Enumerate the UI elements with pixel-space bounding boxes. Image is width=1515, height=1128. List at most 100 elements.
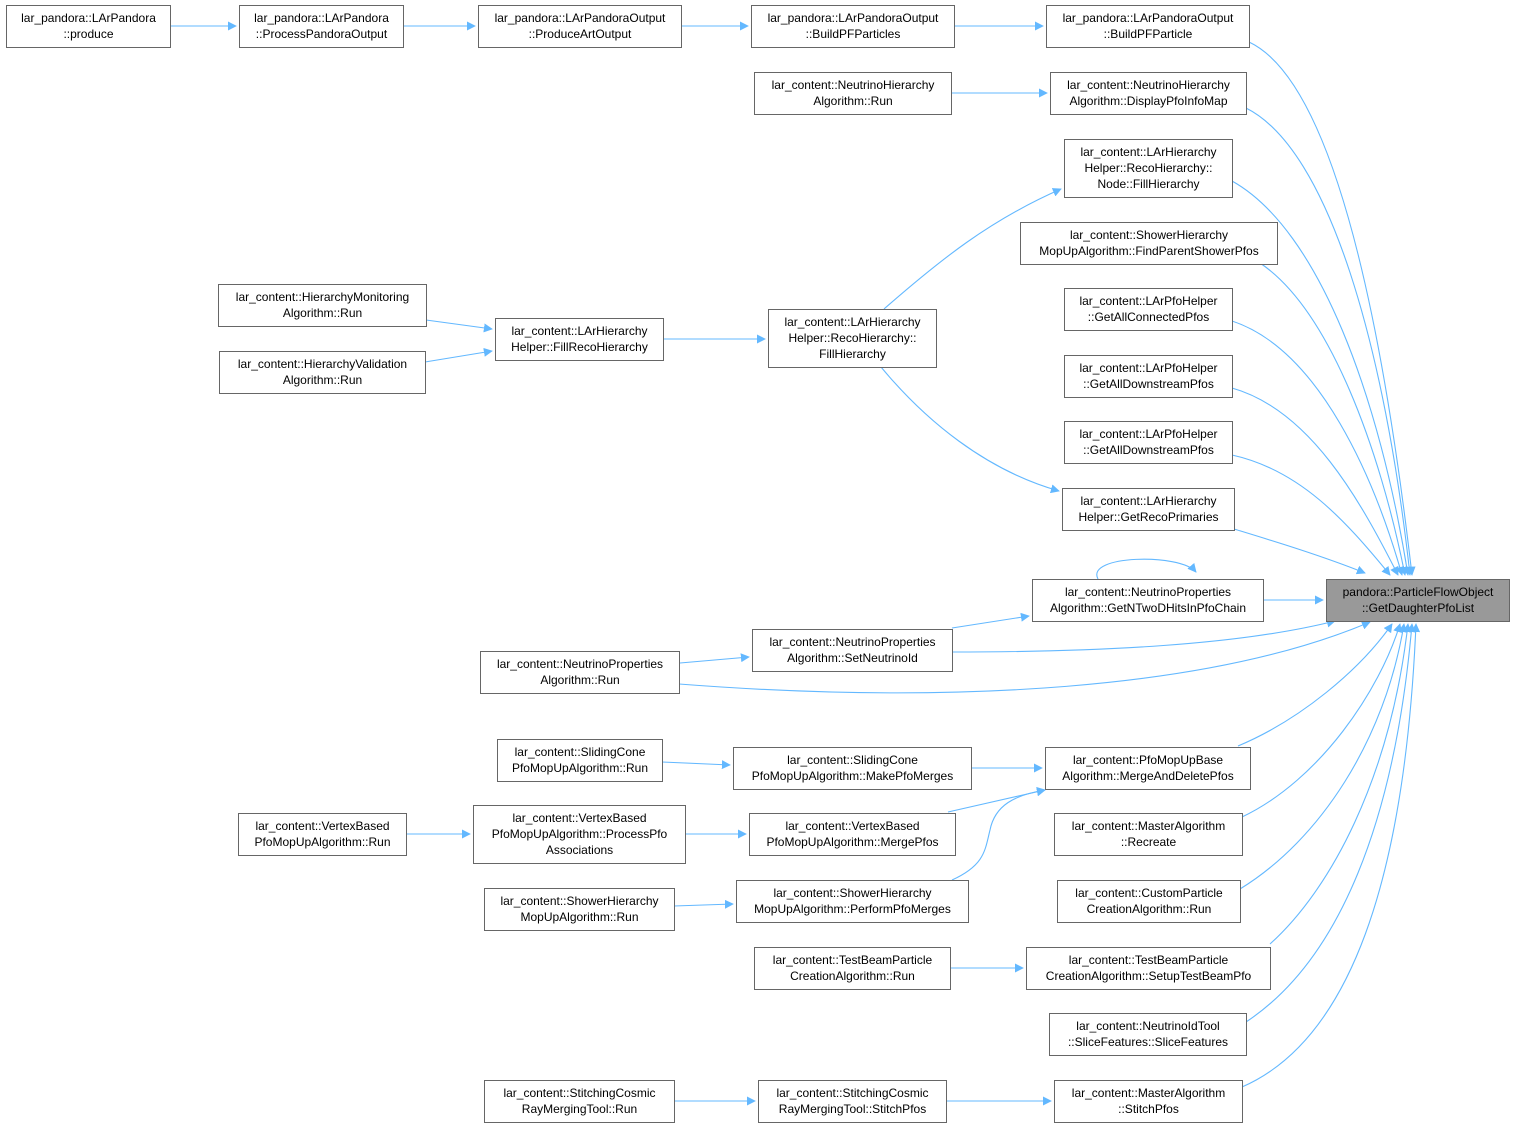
- node-target[interactable]: pandora::ParticleFlowObject::GetDaughter…: [1326, 579, 1510, 622]
- node-vertexRun[interactable]: lar_content::VertexBasedPfoMopUpAlgorith…: [238, 813, 407, 856]
- node-box: [754, 947, 951, 990]
- node-label-line: lar_pandora::LArPandoraOutput: [1063, 11, 1234, 25]
- node-getNTwoD[interactable]: lar_content::NeutrinoPropertiesAlgorithm…: [1032, 579, 1264, 622]
- node-label-line: lar_content::NeutrinoProperties: [1065, 585, 1231, 599]
- node-label-line: ::BuildPFParticle: [1104, 27, 1193, 41]
- node-buildPFParticles[interactable]: lar_pandora::LArPandoraOutput::BuildPFPa…: [751, 5, 955, 48]
- node-label-line: lar_content::ShowerHierarchy: [773, 886, 931, 900]
- node-npaRun[interactable]: lar_content::NeutrinoPropertiesAlgorithm…: [480, 651, 680, 694]
- node-box: [219, 351, 426, 394]
- node-box: [733, 747, 972, 790]
- node-label-line: Algorithm::Run: [283, 373, 362, 387]
- node-label-line: ::GetDaughterPfoList: [1362, 601, 1475, 615]
- node-label-line: lar_content::TestBeamParticle: [773, 953, 933, 967]
- node-stitchRun[interactable]: lar_content::StitchingCosmicRayMergingTo…: [484, 1080, 675, 1123]
- node-buildPFParticle[interactable]: lar_pandora::LArPandoraOutput::BuildPFPa…: [1046, 5, 1250, 48]
- node-nhaRun[interactable]: lar_content::NeutrinoHierarchyAlgorithm:…: [754, 72, 952, 115]
- node-slidingMake[interactable]: lar_content::SlidingConePfoMopUpAlgorith…: [733, 747, 972, 790]
- node-label-line: Algorithm::Run: [283, 306, 362, 320]
- call-edge: [1241, 623, 1402, 818]
- node-masterStitch[interactable]: lar_content::MasterAlgorithm::StitchPfos: [1054, 1080, 1243, 1123]
- call-edge: [951, 612, 1030, 629]
- node-label-line: Helper::FillRecoHierarchy: [511, 340, 648, 354]
- node-nhaDisplay[interactable]: lar_content::NeutrinoHierarchyAlgorithm:…: [1050, 72, 1247, 115]
- call-edge: [1231, 387, 1399, 576]
- node-box: [1062, 488, 1235, 531]
- node-getAllDownstream2[interactable]: lar_content::LArPfoHelper::GetAllDownstr…: [1064, 421, 1233, 464]
- node-tbRun[interactable]: lar_content::TestBeamParticleCreationAlg…: [754, 947, 951, 990]
- node-produceArtOutput[interactable]: lar_pandora::LArPandoraOutput::ProduceAr…: [478, 5, 682, 48]
- call-edge: [679, 653, 750, 664]
- node-box: [1057, 880, 1241, 923]
- node-label-line: pandora::ParticleFlowObject: [1343, 585, 1494, 599]
- node-sliceFeatures[interactable]: lar_content::NeutrinoIdTool::SliceFeatur…: [1049, 1013, 1247, 1056]
- call-edge: [1245, 107, 1414, 576]
- call-edge: [425, 319, 493, 333]
- node-label-line: lar_content::NeutrinoProperties: [497, 657, 663, 671]
- node-label-line: ::produce: [63, 27, 113, 41]
- node-label-line: RayMergingTool::Run: [522, 1102, 637, 1116]
- node-setNeutrinoId[interactable]: lar_content::NeutrinoPropertiesAlgorithm…: [752, 629, 953, 672]
- node-box: [1046, 5, 1250, 48]
- nodes-layer: lar_pandora::LArPandora::producelar_pand…: [6, 5, 1510, 1123]
- node-getAllDownstream1[interactable]: lar_content::LArPfoHelper::GetAllDownstr…: [1064, 355, 1233, 398]
- node-masterRecreate[interactable]: lar_content::MasterAlgorithm::Recreate: [1054, 813, 1243, 856]
- call-edge: [1231, 454, 1391, 576]
- node-nodeFill[interactable]: lar_content::LArHierarchyHelper::RecoHie…: [1064, 139, 1233, 198]
- node-label-line: PfoMopUpAlgorithm::MergePfos: [766, 835, 938, 849]
- node-label-line: PfoMopUpAlgorithm::ProcessPfo: [492, 827, 668, 841]
- node-label-line: lar_content::VertexBased: [255, 819, 389, 833]
- node-slidingRun[interactable]: lar_content::SlidingConePfoMopUpAlgorith…: [497, 739, 663, 782]
- call-edge: [673, 899, 734, 909]
- node-box: [6, 5, 171, 48]
- node-box: [754, 72, 952, 115]
- node-vertexProcess[interactable]: lar_content::VertexBasedPfoMopUpAlgorith…: [473, 805, 686, 864]
- node-box: [1064, 139, 1233, 198]
- node-box: [1032, 579, 1264, 622]
- node-label-line: Algorithm::SetNeutrinoId: [787, 651, 918, 665]
- node-label-line: lar_content::LArHierarchy: [1080, 145, 1216, 159]
- node-label-line: lar_content::HierarchyMonitoring: [236, 290, 409, 304]
- node-label-line: lar_content::TestBeamParticle: [1069, 953, 1229, 967]
- node-box: [1064, 421, 1233, 464]
- node-showerPerform[interactable]: lar_content::ShowerHierarchyMopUpAlgorit…: [736, 880, 969, 923]
- node-label-line: lar_content::VertexBased: [512, 811, 646, 825]
- node-box: [478, 5, 682, 48]
- call-edge: [1241, 623, 1421, 1088]
- node-processPandoraOutput[interactable]: lar_pandora::LArPandora::ProcessPandoraO…: [239, 5, 404, 48]
- call-edge: [1096, 558, 1197, 580]
- node-getRecoPrimaries[interactable]: lar_content::LArHierarchyHelper::GetReco…: [1062, 488, 1235, 531]
- node-label-line: lar_pandora::LArPandora: [254, 11, 389, 25]
- node-label-line: lar_content::MasterAlgorithm: [1072, 1086, 1225, 1100]
- node-hierValRun[interactable]: lar_content::HierarchyValidationAlgorith…: [219, 351, 426, 394]
- call-edge: [1248, 41, 1416, 576]
- node-label-line: Node::FillHierarchy: [1097, 177, 1199, 191]
- node-box: [768, 309, 937, 368]
- call-edge: [678, 621, 1371, 694]
- node-box: [238, 813, 407, 856]
- node-tbSetup[interactable]: lar_content::TestBeamParticleCreationAlg…: [1026, 947, 1271, 990]
- node-hierMonRun[interactable]: lar_content::HierarchyMonitoringAlgorith…: [218, 284, 427, 327]
- node-box: [497, 739, 663, 782]
- node-customRun[interactable]: lar_content::CustomParticleCreationAlgor…: [1057, 880, 1241, 923]
- node-showerFindParent[interactable]: lar_content::ShowerHierarchyMopUpAlgorit…: [1020, 222, 1278, 265]
- call-edge: [424, 347, 493, 363]
- node-label-line: lar_content::ShowerHierarchy: [500, 894, 658, 908]
- call-edge: [1269, 623, 1412, 945]
- node-fillRecoHierarchy[interactable]: lar_content::LArHierarchyHelper::FillRec…: [495, 318, 664, 361]
- call-edge: [1231, 180, 1412, 576]
- node-label-line: CreationAlgorithm::Run: [1087, 902, 1212, 916]
- node-label-line: lar_content::SlidingCone: [515, 745, 646, 759]
- node-label-line: lar_content::MasterAlgorithm: [1072, 819, 1225, 833]
- node-recoFill[interactable]: lar_content::LArHierarchyHelper::RecoHie…: [768, 309, 937, 368]
- node-showerRun[interactable]: lar_content::ShowerHierarchyMopUpAlgorit…: [484, 888, 675, 931]
- call-edge: [1239, 623, 1408, 890]
- node-vertexMerge[interactable]: lar_content::VertexBasedPfoMopUpAlgorith…: [749, 813, 956, 856]
- node-getAllConnected[interactable]: lar_content::LArPfoHelper::GetAllConnect…: [1064, 288, 1233, 331]
- node-label-line: lar_content::PfoMopUpBase: [1073, 753, 1223, 767]
- node-box: [1026, 947, 1271, 990]
- node-label-line: ::ProduceArtOutput: [529, 27, 632, 41]
- node-produce[interactable]: lar_pandora::LArPandora::produce: [6, 5, 171, 48]
- node-stitchPfos[interactable]: lar_content::StitchingCosmicRayMergingTo…: [758, 1080, 947, 1123]
- node-mergeAndDelete[interactable]: lar_content::PfoMopUpBaseAlgorithm::Merg…: [1045, 747, 1251, 790]
